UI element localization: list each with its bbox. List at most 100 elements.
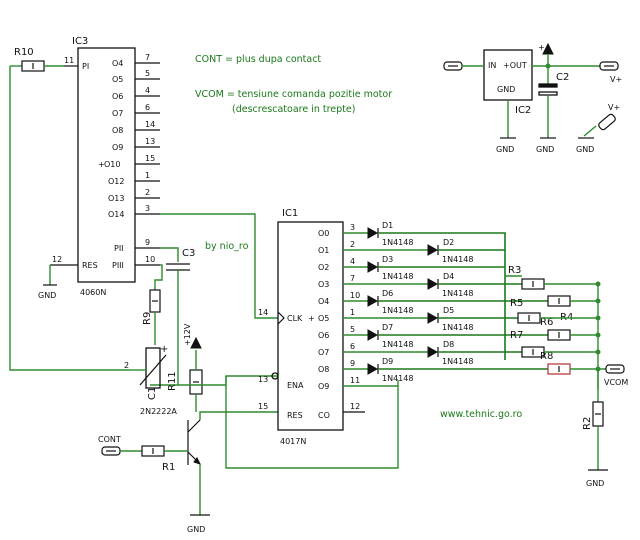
- ic3-pin-num: 7: [145, 53, 150, 62]
- ic3-pin-num: 12: [52, 255, 62, 264]
- ic3-part: 4060N: [80, 288, 106, 297]
- ic1-pin-label: ENA: [287, 381, 304, 390]
- ic3-pin-label: O7: [112, 109, 123, 118]
- ic3-right-pins: 7 O4 5 O5 4 O6 6 O7 14 O8 13 O9 15 O10 +…: [98, 53, 160, 219]
- ic1-chip: IC1 4017N 14 CLK + 13 ENA 15 RES 12 CO O…: [258, 208, 365, 446]
- pin-2: 2: [124, 361, 129, 370]
- diode-part: 1N4148: [382, 374, 413, 383]
- ic1-pin-num: 10: [350, 291, 360, 300]
- ic3-chip: IC3 4060N 11 PI 12 RES 7 O4 5 O5 4 O6 6 …: [50, 36, 160, 297]
- ic1-pin-num: 2: [350, 240, 355, 249]
- r10-label: R10: [14, 47, 34, 58]
- ic1-pin-label: O9: [318, 382, 329, 391]
- ic3-pin-num: 2: [145, 188, 150, 197]
- ic1-pin-label: O3: [318, 280, 329, 289]
- ic1-pin-num: 5: [350, 325, 355, 334]
- gnd-label: GND: [187, 525, 205, 534]
- c1-trimmer: + C1: [139, 344, 168, 400]
- r2-resistor: R2: [582, 401, 604, 430]
- ic2-out: +OUT: [503, 61, 527, 70]
- diode-name: D6: [382, 289, 393, 298]
- plus-sign: +: [538, 43, 545, 52]
- diode-part: 1N4148: [382, 238, 413, 247]
- gnd-label: GND: [576, 145, 594, 154]
- r2-label: R2: [582, 417, 593, 430]
- diode-part: 1N4148: [382, 272, 413, 281]
- resistor-network: R3 R5 R6 R4 R7 R8: [505, 265, 606, 390]
- plus-sign: +: [308, 314, 315, 323]
- ic1-pin-label: O8: [318, 365, 329, 374]
- r11-label: R11: [167, 371, 178, 391]
- ic1-pin-label: O4: [318, 297, 329, 306]
- vplus-output: V+: [599, 61, 622, 84]
- ic3-pin-num: 10: [145, 255, 155, 264]
- r7-label: R7: [510, 330, 523, 341]
- c1-label: C1: [147, 387, 158, 400]
- diode-part: 1N4148: [442, 289, 473, 298]
- ic1-pin-num: 15: [258, 402, 268, 411]
- c2-label: C2: [556, 72, 569, 83]
- gnd-label: GND: [496, 145, 514, 154]
- ic1-pin-num: 6: [350, 342, 355, 351]
- ic2-name: IC2: [515, 105, 531, 116]
- r3-label: R3: [508, 265, 521, 276]
- ic3-pin-num: 11: [64, 56, 74, 65]
- ic1-pin-num: 3: [350, 223, 355, 232]
- gnd-label: GND: [586, 479, 604, 488]
- r10-resistor: R10: [10, 47, 64, 72]
- note-cont: CONT = plus dupa contact: [195, 54, 321, 65]
- ic3-pin-label: O13: [108, 194, 124, 203]
- diode-name: D9: [382, 357, 393, 366]
- diode-part: 1N4148: [442, 357, 473, 366]
- plus-sign: +: [160, 344, 168, 355]
- ic3-pin-label: PIII: [112, 261, 124, 270]
- transistor-label: 2N2222A: [140, 407, 177, 416]
- ic3-pin-num: 15: [145, 154, 155, 163]
- ic3-pin-label: PI: [82, 62, 89, 71]
- ic1-pin-label: RES: [287, 411, 303, 420]
- r11-resistor: R11: [167, 369, 203, 395]
- ic3-pin-label: O9: [112, 143, 123, 152]
- diode-name: D7: [382, 323, 393, 332]
- diode-part: 1N4148: [382, 340, 413, 349]
- ic2-gnd: GND: [497, 85, 515, 94]
- note-vcom: VCOM = tensiune comanda pozitie motor: [195, 89, 392, 100]
- r1-resistor: R1: [141, 445, 175, 473]
- ic1-pin-num: 11: [350, 376, 360, 385]
- diode-name: D1: [382, 221, 393, 230]
- ic1-pin-label: O0: [318, 229, 329, 238]
- ic3-pin-label: O4: [112, 59, 123, 68]
- ic1-pin-label: O6: [318, 331, 329, 340]
- diode-part: 1N4148: [442, 255, 473, 264]
- diode-name: D2: [443, 238, 454, 247]
- ic3-pin-label: O10: [104, 160, 120, 169]
- cont-input: CONT: [98, 435, 121, 456]
- ic3-pin-label: PII: [114, 244, 124, 253]
- vcom-label: VCOM: [604, 378, 628, 387]
- diode-part: 1N4148: [382, 306, 413, 315]
- ic3-pin-num: 3: [145, 204, 150, 213]
- r6-label: R6: [540, 317, 553, 328]
- ic1-pin-num: 7: [350, 274, 355, 283]
- vplus-label: V+: [610, 75, 622, 84]
- gnd-label: GND: [38, 291, 56, 300]
- ic1-pin-num: 4: [350, 257, 355, 266]
- diode-name: D4: [443, 272, 454, 281]
- note-vcom-detail: (descrescatoare in trepte): [232, 104, 355, 115]
- ic3-pin-label: O8: [112, 126, 123, 135]
- diode-array: D1 1N4148 D2 1N4148 D3 1N4148 D4 1N4148 …: [343, 221, 548, 387]
- ic1-pin-num: 12: [350, 402, 360, 411]
- r5-label: R5: [510, 298, 523, 309]
- ic3-pin-num: 9: [145, 238, 150, 247]
- ic1-pin-num: 9: [350, 359, 355, 368]
- r8-label: R8: [540, 351, 553, 362]
- vcom-output: VCOM: [604, 364, 628, 387]
- v12-label: +12V: [183, 323, 192, 346]
- ic3-pin-label: RES: [82, 261, 98, 270]
- transistor: 2N2222A: [140, 407, 201, 465]
- ic3-pin-num: 13: [145, 137, 155, 146]
- diode-name: D8: [443, 340, 454, 349]
- ic1-pin-label: O7: [318, 348, 329, 357]
- ic1-pin-num: 13: [258, 375, 268, 384]
